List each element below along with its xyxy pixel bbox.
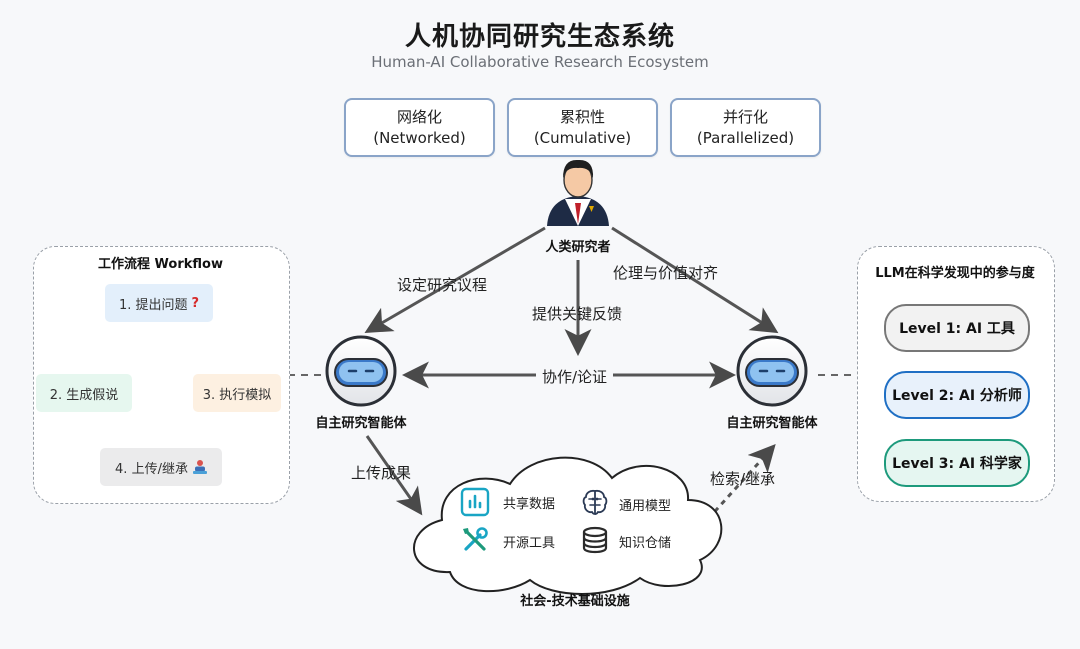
agent-right-label: 自主研究智能体 — [726, 416, 818, 431]
workflow-step-2: 2. 生成假说 — [36, 374, 132, 412]
levels-title: LLM在科学发现中的参与度 — [875, 266, 1035, 281]
agent-robot-left-icon — [325, 335, 397, 407]
workflow-step-label: 3. 执行模拟 — [202, 387, 272, 403]
arrow-ethics — [611, 226, 779, 334]
infrastructure-cloud — [413, 456, 723, 595]
bar-chart-icon — [460, 487, 490, 517]
human-researcher-label: 人类研究者 — [545, 240, 611, 255]
workflow-step-label: 2. 生成假说 — [49, 387, 119, 403]
property-en: (Cumulative) — [533, 128, 632, 147]
level-3-badge: Level 3: AI 科学家 — [884, 439, 1030, 487]
workflow-step-4: 4. 上传/继承 — [100, 448, 222, 486]
tools-icon — [463, 527, 488, 551]
workflow-title: 工作流程 Workflow — [98, 257, 223, 272]
edge-label-ethics: 伦理与价值对齐 — [613, 264, 719, 282]
brain-icon — [582, 489, 608, 515]
workflow-step-label: 4. 上传/继承 — [115, 461, 188, 477]
researcher-avatar-icon — [547, 159, 609, 226]
infra-knowledge-repo-label: 知识仓储 — [619, 536, 672, 551]
edge-label-retrieve: 检索/继承 — [710, 470, 776, 488]
infra-open-tools-label: 开源工具 — [503, 536, 556, 551]
question-mark-icon: ? — [191, 295, 200, 311]
level-2-badge: Level 2: AI 分析师 — [884, 371, 1030, 419]
arrow-set-agenda — [364, 226, 546, 334]
workflow-step-3: 3. 执行模拟 — [193, 374, 281, 412]
property-zh: 网络化 — [396, 107, 442, 126]
page-title: 人机协同研究生态系统 — [404, 22, 675, 52]
infra-general-model-label: 通用模型 — [619, 499, 672, 514]
edge-label-set-agenda: 设定研究议程 — [397, 276, 488, 294]
level-1-badge: Level 1: AI 工具 — [884, 304, 1030, 352]
edge-label-upload: 上传成果 — [351, 464, 412, 482]
property-networked: 网络化 (Networked) — [344, 98, 495, 157]
property-en: (Parallelized) — [696, 128, 795, 147]
property-zh: 累积性 — [559, 107, 605, 126]
workflow-step-label: 1. 提出问题 — [118, 297, 188, 313]
property-parallelized: 并行化 (Parallelized) — [670, 98, 821, 157]
page-subtitle: Human-AI Collaborative Research Ecosyste… — [371, 53, 709, 71]
infra-shared-data-label: 共享数据 — [503, 497, 556, 512]
edge-label-feedback: 提供关键反馈 — [532, 305, 623, 323]
arrow-upload — [365, 435, 423, 516]
uploader-icon — [192, 460, 207, 474]
edge-label-collab: 协作/论证 — [536, 366, 614, 387]
workflow-step-1: 1. 提出问题 ? — [105, 284, 213, 322]
property-zh: 并行化 — [722, 107, 768, 126]
infrastructure-label: 社会-技术基础设施 — [520, 594, 630, 609]
arrow-retrieve — [706, 443, 776, 521]
property-en: (Networked) — [373, 128, 466, 147]
database-icon — [582, 526, 608, 554]
property-cumulative: 累积性 (Cumulative) — [507, 98, 658, 157]
agent-robot-right-icon — [736, 335, 808, 407]
agent-left-label: 自主研究智能体 — [315, 416, 407, 431]
